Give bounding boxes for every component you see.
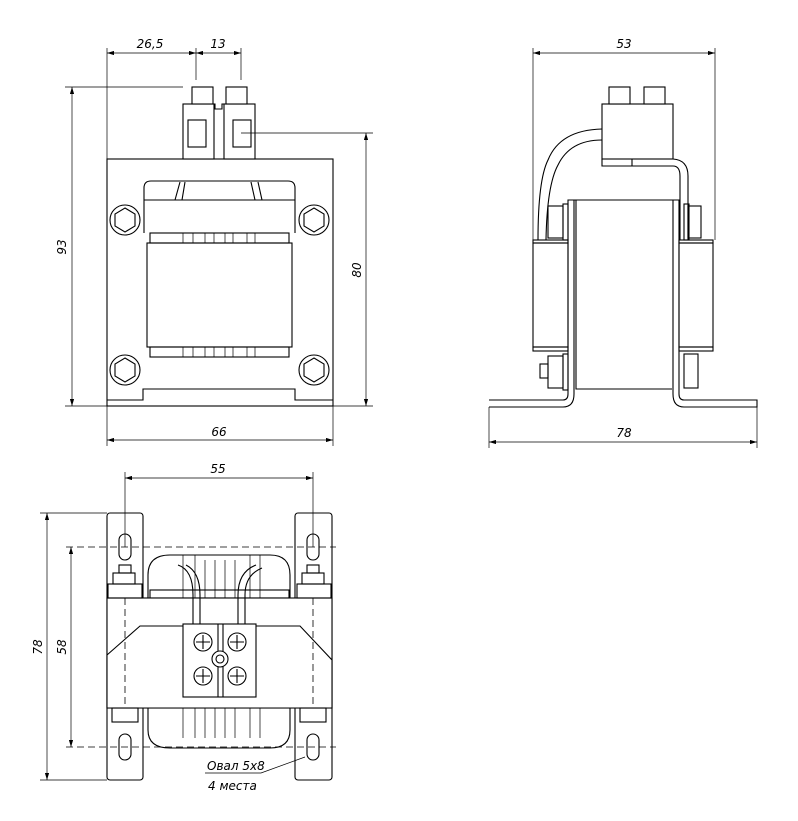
screw-icon — [193, 632, 247, 686]
bottom-view: 55 78 58 Овал 5х8 4 места — [31, 462, 336, 793]
dimensions: 55 78 58 Овал 5х8 4 места — [31, 462, 314, 793]
terminal-block — [182, 623, 257, 698]
dim-13: 13 — [210, 37, 225, 51]
dim-66: 66 — [211, 425, 227, 439]
terminal-block — [182, 86, 256, 160]
front-view: 26,5 13 93 80 66 — [55, 37, 373, 446]
side-view: 53 78 — [488, 37, 758, 448]
dim-80: 80 — [350, 262, 364, 278]
dim-26-5: 26,5 — [137, 37, 164, 51]
note-oval: Овал 5х8 — [207, 759, 265, 773]
dim-55: 55 — [210, 462, 225, 476]
dim-93: 93 — [55, 239, 69, 254]
dim-78-bottom: 78 — [31, 639, 45, 655]
dim-78-side: 78 — [616, 426, 632, 440]
dim-58: 58 — [55, 639, 69, 655]
dimensions: 26,5 13 93 80 66 — [55, 37, 373, 446]
hex-bolt-icon — [109, 204, 330, 386]
dim-53: 53 — [616, 37, 631, 51]
dimensions: 53 78 — [488, 37, 758, 448]
note-count: 4 места — [208, 779, 257, 793]
